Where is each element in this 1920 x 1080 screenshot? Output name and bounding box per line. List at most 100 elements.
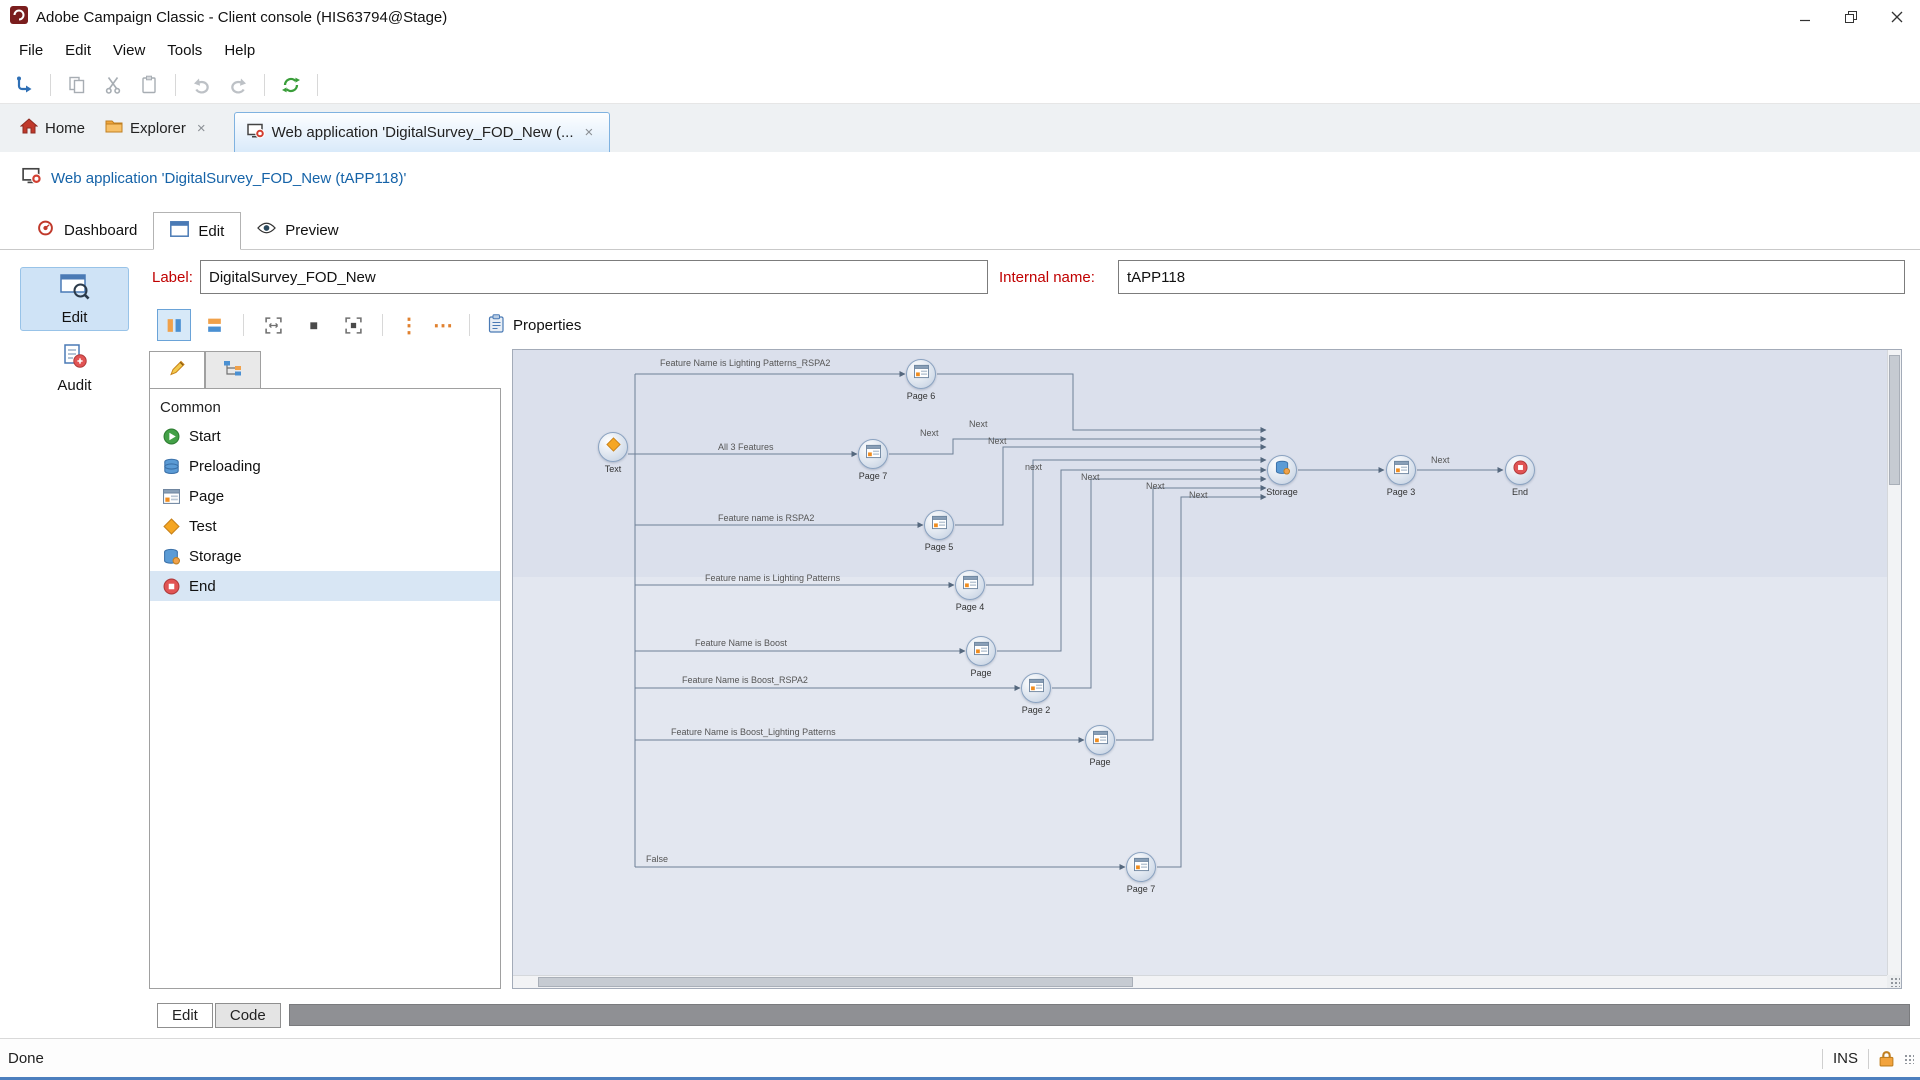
paste-icon[interactable] bbox=[133, 70, 165, 100]
close-icon[interactable]: × bbox=[196, 119, 206, 137]
canvas-vertical-scrollbar[interactable] bbox=[1887, 350, 1901, 975]
edge-label: Feature Name is Boost_Lighting Patterns bbox=[671, 727, 836, 737]
scrollbar-thumb[interactable] bbox=[1889, 355, 1900, 485]
workflow-node-page6[interactable]: Page 6 bbox=[906, 359, 936, 401]
workflow-node-page_a[interactable]: Page bbox=[966, 636, 996, 678]
workflow-node-page2[interactable]: Page 2 bbox=[1021, 673, 1051, 715]
ins-indicator: INS bbox=[1832, 1050, 1858, 1067]
palette-item-storage[interactable]: Storage bbox=[150, 541, 500, 571]
new-delivery-icon[interactable] bbox=[8, 70, 40, 100]
menu-edit[interactable]: Edit bbox=[65, 41, 92, 59]
redo-icon[interactable] bbox=[222, 70, 254, 100]
palette-item-test[interactable]: Test bbox=[150, 511, 500, 541]
zoom-actual-icon[interactable] bbox=[296, 309, 330, 341]
menu-help[interactable]: Help bbox=[224, 41, 256, 59]
document-tabbar: Home Explorer × Web application 'Digital… bbox=[0, 104, 1920, 152]
bottom-tab-edit[interactable]: Edit bbox=[157, 1002, 213, 1028]
workflow-node-page5[interactable]: Page 5 bbox=[924, 510, 954, 552]
sidebar-item-edit[interactable]: Edit bbox=[20, 267, 129, 331]
menu-tools[interactable]: Tools bbox=[167, 41, 203, 59]
refresh-icon[interactable] bbox=[275, 70, 307, 100]
tab-webapp[interactable]: Web application 'DigitalSurvey_FOD_New (… bbox=[233, 112, 611, 152]
edge-label: Feature Name is Boost bbox=[695, 638, 788, 648]
canvas-horizontal-scrollbar[interactable] bbox=[513, 975, 1887, 988]
internal-name-input[interactable] bbox=[1118, 260, 1905, 294]
workflow-node-text[interactable]: Text bbox=[598, 432, 628, 474]
diagram-toolbar: ⋮ ⋯ Properties bbox=[147, 304, 1920, 346]
page-icon bbox=[162, 487, 180, 505]
horizontal-layout-icon[interactable] bbox=[197, 309, 231, 341]
palette-item-end[interactable]: End bbox=[150, 571, 500, 601]
workflow-node-page7[interactable]: Page 7 bbox=[858, 439, 888, 481]
tab-preview[interactable]: Preview bbox=[241, 211, 354, 249]
palette-item-label: Test bbox=[189, 517, 217, 535]
scrollbar-thumb[interactable] bbox=[538, 977, 1133, 987]
workflow-node-page7b[interactable]: Page 7 bbox=[1126, 852, 1156, 894]
bottom-tab-code[interactable]: Code bbox=[214, 1002, 281, 1028]
palette-item-label: Page bbox=[189, 487, 225, 505]
horizontal-dots-icon[interactable]: ⋯ bbox=[433, 314, 453, 337]
sidebar-edit-label: Edit bbox=[61, 308, 88, 326]
vertical-dots-icon[interactable]: ⋮ bbox=[399, 314, 419, 337]
palette-tab-draw[interactable] bbox=[149, 351, 205, 389]
tab-edit[interactable]: Edit bbox=[153, 212, 242, 250]
page-icon bbox=[865, 444, 881, 464]
label-input[interactable] bbox=[200, 260, 988, 294]
status-separator bbox=[1868, 1048, 1869, 1069]
sidebar-item-audit[interactable]: Audit bbox=[20, 340, 129, 396]
workflow-node-end[interactable]: End bbox=[1505, 455, 1535, 497]
palette-item-label: Start bbox=[189, 427, 221, 445]
cut-icon[interactable] bbox=[97, 70, 129, 100]
workflow-node-page4[interactable]: Page 4 bbox=[955, 570, 985, 612]
close-icon[interactable]: × bbox=[584, 124, 594, 141]
workflow-edge bbox=[1157, 494, 1267, 868]
palette-item-preloading[interactable]: Preloading bbox=[150, 451, 500, 481]
workflow-node-page3[interactable]: Page 3 bbox=[1386, 455, 1416, 497]
tab-home[interactable]: Home bbox=[10, 104, 95, 152]
tab-dashboard[interactable]: Dashboard bbox=[20, 211, 153, 249]
restore-button[interactable] bbox=[1828, 0, 1874, 34]
properties-label: Properties bbox=[513, 316, 582, 334]
properties-button[interactable]: Properties bbox=[482, 313, 587, 337]
horizontal-splitter[interactable] bbox=[288, 1004, 1910, 1026]
copy-icon[interactable] bbox=[61, 70, 93, 100]
palette-tab-structure[interactable] bbox=[205, 351, 261, 389]
tab-label: Preview bbox=[285, 221, 339, 239]
menu-file[interactable]: File bbox=[19, 41, 44, 59]
undo-icon[interactable] bbox=[186, 70, 218, 100]
zoom-fit-icon[interactable] bbox=[256, 309, 290, 341]
workflow-edge bbox=[955, 444, 1267, 526]
window-resize-grip[interactable] bbox=[1904, 1053, 1914, 1064]
toolbar-separator bbox=[50, 73, 51, 96]
workflow-node-storage[interactable]: Storage bbox=[1266, 455, 1298, 497]
edge-label: Next bbox=[1189, 490, 1208, 500]
page-icon bbox=[931, 515, 947, 535]
toolbar-separator bbox=[469, 314, 470, 336]
label-caption: Label: bbox=[152, 269, 193, 286]
lock-icon bbox=[1879, 1051, 1894, 1067]
page-title[interactable]: Web application 'DigitalSurvey_FOD_New (… bbox=[51, 169, 407, 187]
menu-view[interactable]: View bbox=[113, 41, 146, 59]
workflow-node-label: Page 4 bbox=[955, 602, 985, 612]
workflow-edge bbox=[1052, 476, 1267, 689]
end-icon bbox=[1512, 460, 1528, 480]
workflow-node-page_b[interactable]: Page bbox=[1085, 725, 1115, 767]
resize-grip-icon bbox=[1890, 977, 1900, 987]
close-button[interactable] bbox=[1874, 0, 1920, 34]
palette-item-start[interactable]: Start bbox=[150, 421, 500, 451]
canvas-resize-corner[interactable] bbox=[1887, 975, 1901, 988]
minimize-button[interactable] bbox=[1782, 0, 1828, 34]
tab-explorer[interactable]: Explorer × bbox=[95, 104, 220, 152]
audit-icon bbox=[62, 343, 88, 374]
vertical-layout-icon[interactable] bbox=[157, 309, 191, 341]
palette-item-page[interactable]: Page bbox=[150, 481, 500, 511]
zoom-selection-icon[interactable] bbox=[336, 309, 370, 341]
toolbar-separator bbox=[243, 314, 244, 336]
storage-icon bbox=[162, 547, 180, 565]
test-icon bbox=[605, 437, 621, 457]
clipboard-icon bbox=[488, 313, 505, 337]
tab-webapp-label: Web application 'DigitalSurvey_FOD_New (… bbox=[271, 124, 574, 141]
